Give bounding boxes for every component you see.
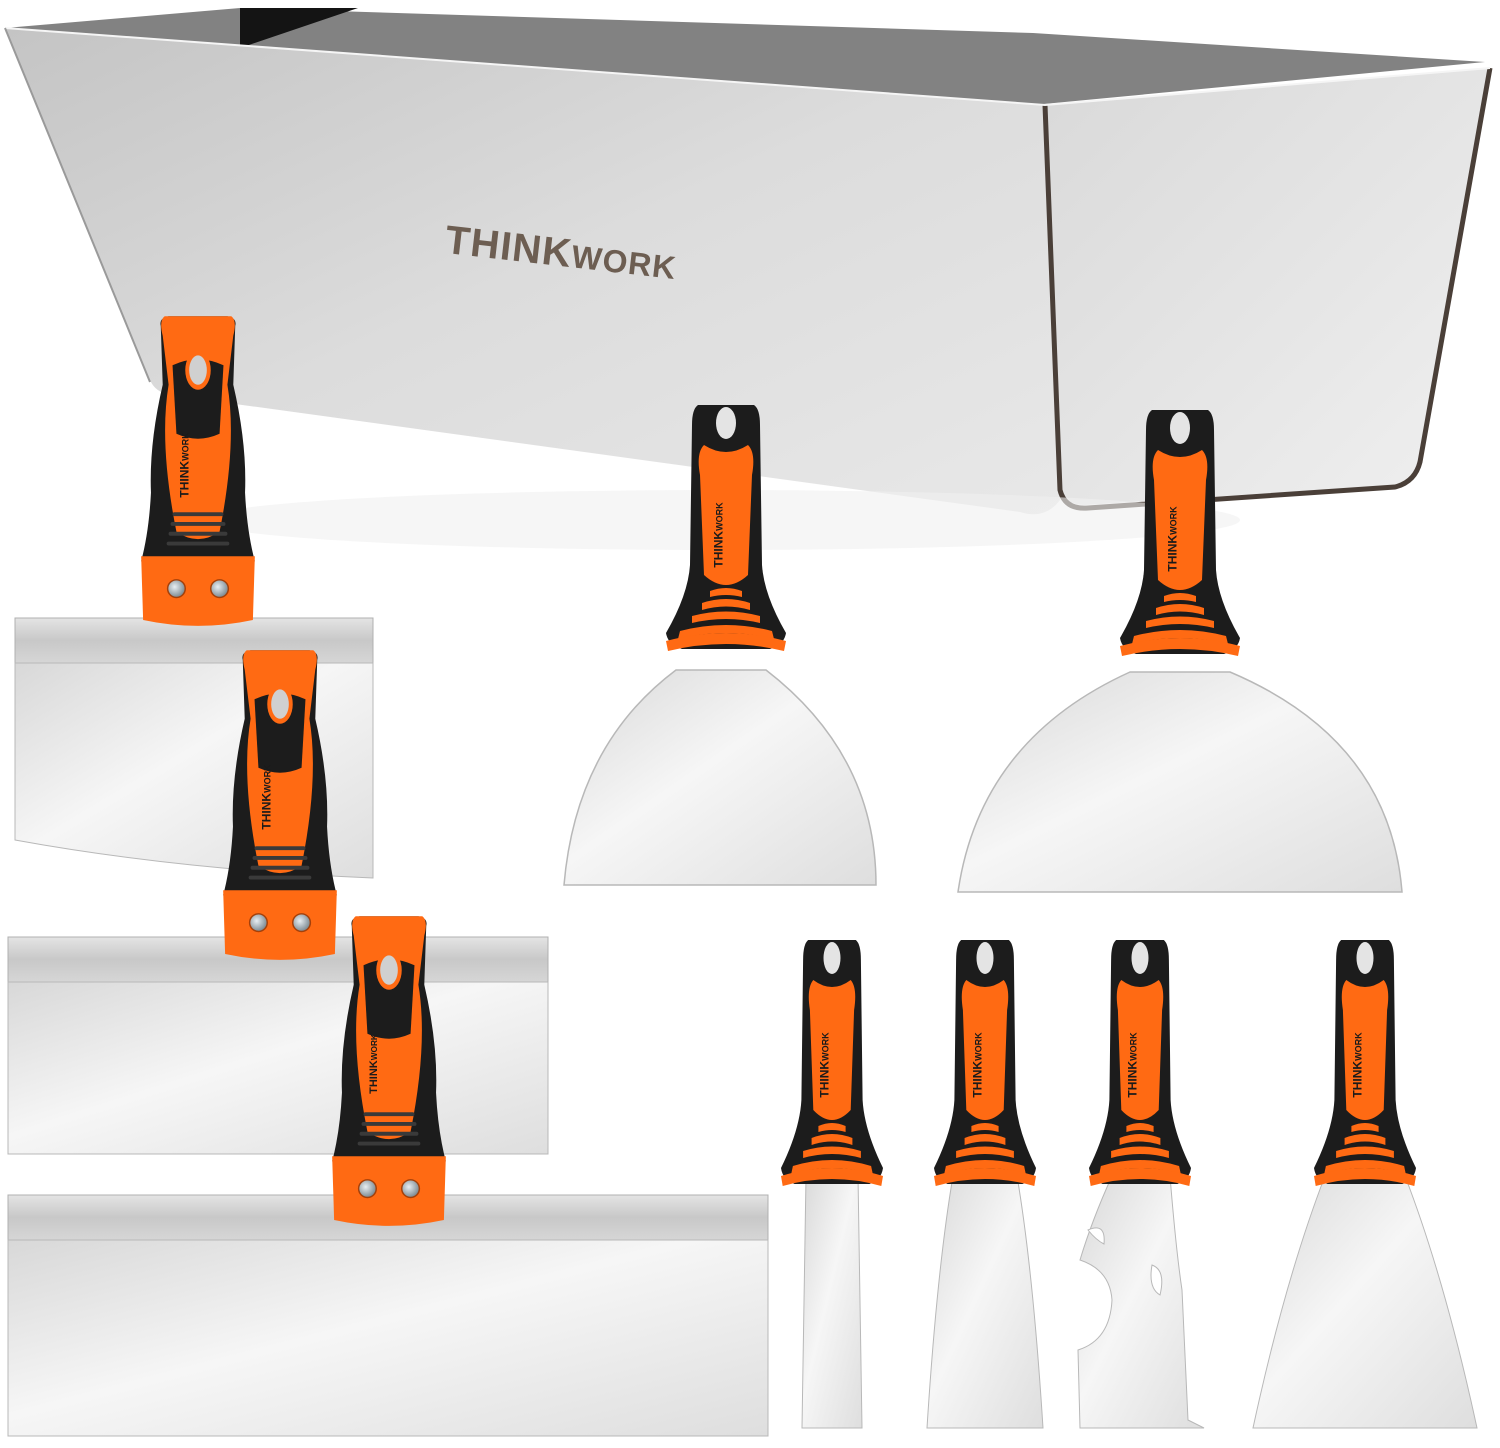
handle-logo-putty-wide-1: THINKWORK (711, 502, 726, 568)
handle-logo-taping-large: THINKWORK (367, 1034, 380, 1094)
taping-knife-large (7, 915, 769, 1437)
scraper-2 (926, 940, 1044, 1429)
handle-logo-taping-small: THINKWORK (177, 432, 192, 498)
scraper-4 (1252, 940, 1478, 1429)
handle-logo-taping-medium: THINKWORK (259, 764, 274, 830)
handle-logo-scraper-3: THINKWORK (1125, 1032, 1140, 1098)
logo-part-work: WORK (569, 238, 679, 287)
putty-knife-wide-2 (957, 410, 1403, 893)
putty-knife-wide-1 (563, 405, 877, 886)
scraper-1 (781, 940, 883, 1429)
scraper-3 (1077, 940, 1205, 1429)
handle-logo-scraper-2: THINKWORK (970, 1032, 985, 1098)
handle-logo-putty-wide-2: THINKWORK (1165, 506, 1180, 572)
handle-logo-scraper-4: THINKWORK (1350, 1032, 1365, 1098)
taping-knife-medium (7, 649, 549, 1155)
mud-pan (4, 8, 1493, 515)
handle-logo-scraper-1: THINKWORK (817, 1032, 832, 1098)
